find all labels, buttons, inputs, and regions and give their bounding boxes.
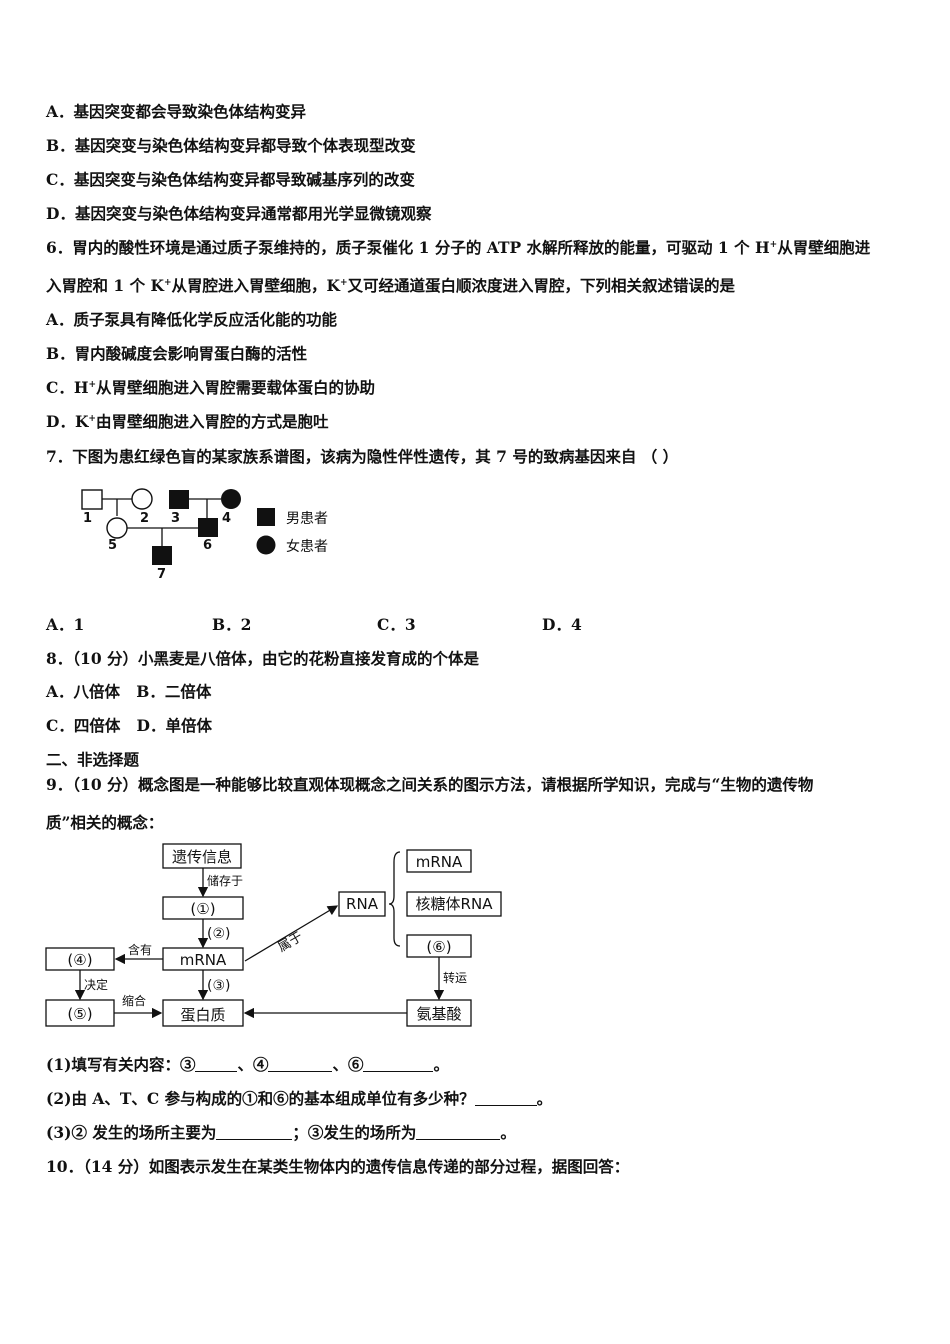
q5-option-d: D．基因突变与染色体结构变异通常都用光学显微镜观察 [46, 204, 432, 223]
answer-blank-count[interactable] [474, 1091, 537, 1106]
q7-option-a: A．1 [46, 615, 85, 634]
legend-male-label: 男患者 [286, 511, 328, 527]
label-protein: 蛋白质 [180, 1006, 225, 1024]
pedigree-individual-4 [221, 489, 241, 509]
box-rna [338, 891, 386, 917]
label-condense: 缩合 [122, 993, 146, 1008]
q7-option-d: D．4 [542, 615, 582, 634]
q6-option-d: D．K+由胃壁细胞进入胃腔的方式是胞吐 [46, 412, 329, 431]
q9-sub3: (3)② 发生的场所主要为；③发生的场所为。 [46, 1123, 516, 1142]
label-contains: 含有 [128, 942, 152, 957]
pedigree-number-3: 3 [171, 511, 180, 526]
answer-blank-3[interactable] [195, 1057, 238, 1072]
q9-stem-line1: 9．（10 分）概念图是一种能够比较直观体现概念之间关系的图示方法，请根据所学知… [46, 775, 814, 794]
q7-option-c: C．3 [377, 615, 416, 634]
pedigree-number-2: 2 [140, 511, 149, 526]
label-belongs-to: 属于 [276, 929, 306, 955]
pedigree-chart: 1 2 3 4 5 6 7 男患者 女患者 [81, 488, 328, 582]
q5-option-a: A．基因突变都会导致染色体结构变异 [46, 102, 307, 121]
q8-options-row1: A．八倍体 B．二倍体 [46, 682, 212, 701]
label-step-3: (③) [207, 978, 230, 994]
label-step-2: (②) [207, 926, 230, 942]
pedigree-individual-3 [169, 490, 189, 509]
answer-blank-site-2[interactable] [216, 1125, 293, 1140]
pedigree-number-4: 4 [222, 511, 231, 526]
label-mrna-right: mRNA [416, 853, 463, 871]
label-box-1: (①) [190, 900, 215, 918]
q8-stem: 8．（10 分）小黑麦是八倍体，由它的花粉直接发育成的个体是 [46, 649, 480, 668]
pedigree-individual-7 [152, 546, 172, 565]
box-rrna [406, 891, 502, 917]
pedigree-number-1: 1 [83, 511, 92, 526]
legend-male-affected-icon [257, 508, 275, 526]
section-title: 二、非选择题 [46, 750, 140, 769]
concept-map: 遗传信息 储存于 (①) (②) mRNA 含有 (④) 决定 (⑤) 缩合 (… [45, 843, 502, 1027]
label-box-5: (⑤) [67, 1005, 92, 1023]
answer-blank-6[interactable] [363, 1057, 434, 1072]
label-box-6: (⑥) [426, 938, 451, 956]
q8-options-row2: C．四倍体 D．单倍体 [46, 716, 212, 735]
label-rna: RNA [346, 895, 379, 913]
q9-stem-line2: 质”相关的概念： [46, 813, 164, 832]
box-genetic-info [162, 843, 242, 869]
legend-female-label: 女患者 [286, 538, 328, 555]
q7-option-b: B．2 [212, 615, 252, 634]
box-mrna-right [406, 849, 472, 873]
answer-blank-4[interactable] [268, 1057, 333, 1072]
legend-female-affected-icon [256, 535, 276, 555]
q6-option-b: B．胃内酸碱度会影响胃蛋白酶的活性 [46, 344, 308, 363]
label-determines: 决定 [84, 977, 108, 992]
q6-stem-line1: 6．胃内的酸性环境是通过质子泵维持的，质子泵催化 1 分子的 ATP 水解所释放… [46, 238, 871, 257]
q6-stem-line2: 入胃腔和 1 个 K+从胃腔进入胃壁细胞，K+又可经通道蛋白顺浓度进入胃腔，下列… [46, 276, 736, 295]
rna-brace [388, 851, 401, 947]
pedigree-number-5: 5 [108, 538, 117, 553]
q9-sub1: (1)填写有关内容：③、④、⑥。 [46, 1055, 449, 1074]
pedigree-individual-6 [198, 518, 218, 537]
label-stored-in: 储存于 [207, 873, 243, 888]
label-box-4: (④) [67, 951, 92, 969]
q9-sub2: (2)由 A、T、C 参与构成的①和⑥的基本组成单位有多少种？。 [46, 1089, 553, 1108]
label-rrna: 核糖体RNA [416, 895, 494, 913]
q10-stem: 10．（14 分）如图表示发生在某类生物体内的遗传信息传递的部分过程，据图回答： [46, 1157, 630, 1176]
pedigree-individual-2 [131, 488, 153, 510]
pedigree-number-7: 7 [157, 567, 166, 582]
label-transport: 转运 [443, 970, 467, 985]
pedigree-individual-1 [81, 489, 103, 510]
label-mrna: mRNA [180, 951, 227, 969]
pedigree-individual-5 [106, 517, 128, 539]
q5-option-c: C．基因突变与染色体结构变异都导致碱基序列的改变 [46, 170, 415, 189]
label-amino-acid: 氨基酸 [416, 1005, 461, 1023]
answer-blank-site-3[interactable] [416, 1125, 501, 1140]
pedigree-number-6: 6 [203, 538, 212, 553]
q6-option-a: A．质子泵具有降低化学反应活化能的功能 [46, 310, 338, 329]
q6-option-c: C．H+从胃壁细胞进入胃腔需要载体蛋白的协助 [46, 378, 376, 397]
q5-option-b: B．基因突变与染色体结构变异都导致个体表现型改变 [46, 136, 416, 155]
label-genetic-info: 遗传信息 [172, 848, 232, 866]
q7-stem: 7．下图为患红绿色盲的某家族系谱图，该病为隐性伴性遗传，其 7 号的致病基因来自… [46, 447, 679, 466]
